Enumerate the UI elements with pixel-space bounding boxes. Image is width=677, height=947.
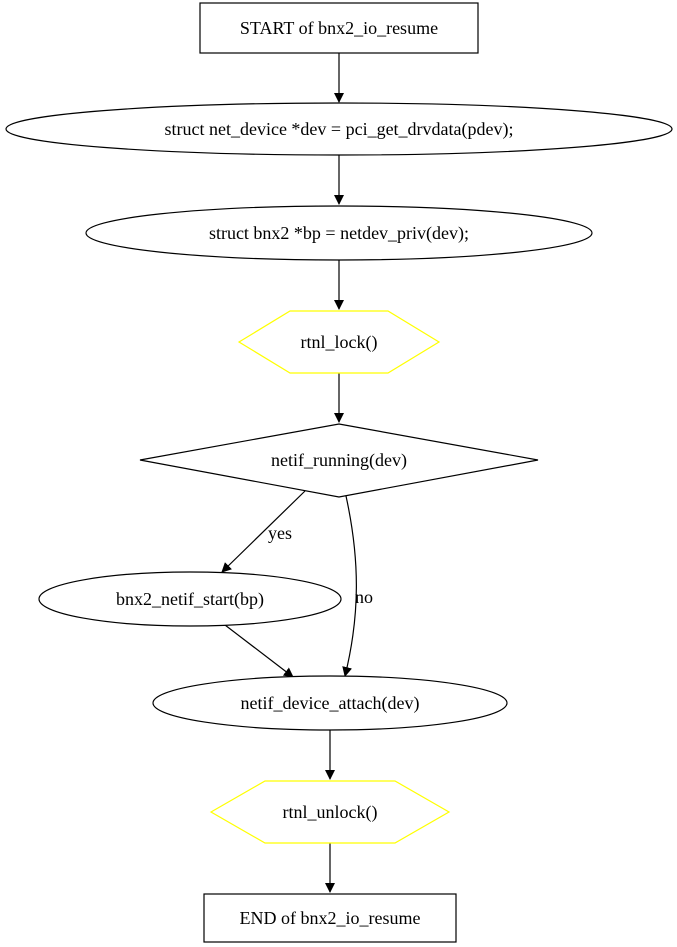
node-end-box [203,893,457,943]
node-netif-start: bnx2_netif_start(bp) [38,571,342,627]
node-netif-running-diamond [139,423,539,498]
node-netif-running: netif_running(dev) [139,423,539,498]
edges: yes no [221,53,373,893]
node-get-drvdata: struct net_device *dev = pci_get_drvdata… [5,102,673,156]
node-rtnl-unlock-hexagon [209,780,451,844]
node-netdev-priv-label: struct bnx2 *bp = netdev_priv(dev); [209,223,469,244]
edge-start-to-attach [224,624,294,678]
node-start-label: START of bnx2_io_resume [240,18,438,38]
node-end-label: END of bnx2_io_resume [240,908,421,928]
node-device-attach: netif_device_attach(dev) [152,675,508,731]
node-start-box [199,2,479,54]
node-start: START of bnx2_io_resume [199,2,479,54]
node-rtnl-lock-label: rtnl_lock() [301,332,378,353]
node-netif-running-label: netif_running(dev) [271,450,407,471]
node-end: END of bnx2_io_resume [203,893,457,943]
node-rtnl-unlock-label: rtnl_unlock() [283,802,378,823]
node-netdev-priv-ellipse [85,205,593,261]
node-device-attach-ellipse [152,675,508,731]
node-netdev-priv: struct bnx2 *bp = netdev_priv(dev); [85,205,593,261]
node-netif-start-ellipse [38,571,342,627]
edge-running-to-start-yes [221,490,306,573]
node-netif-start-label: bnx2_netif_start(bp) [116,589,264,610]
node-rtnl-lock-hexagon [237,310,441,374]
edge-running-to-attach-no [342,495,357,677]
node-device-attach-label: netif_device_attach(dev) [241,693,420,714]
edge-label-no: no [355,587,373,607]
node-rtnl-lock: rtnl_lock() [237,310,441,374]
node-get-drvdata-ellipse [5,102,673,156]
node-get-drvdata-label: struct net_device *dev = pci_get_drvdata… [164,119,513,140]
edge-label-yes: yes [268,523,292,543]
node-rtnl-unlock: rtnl_unlock() [209,780,451,844]
